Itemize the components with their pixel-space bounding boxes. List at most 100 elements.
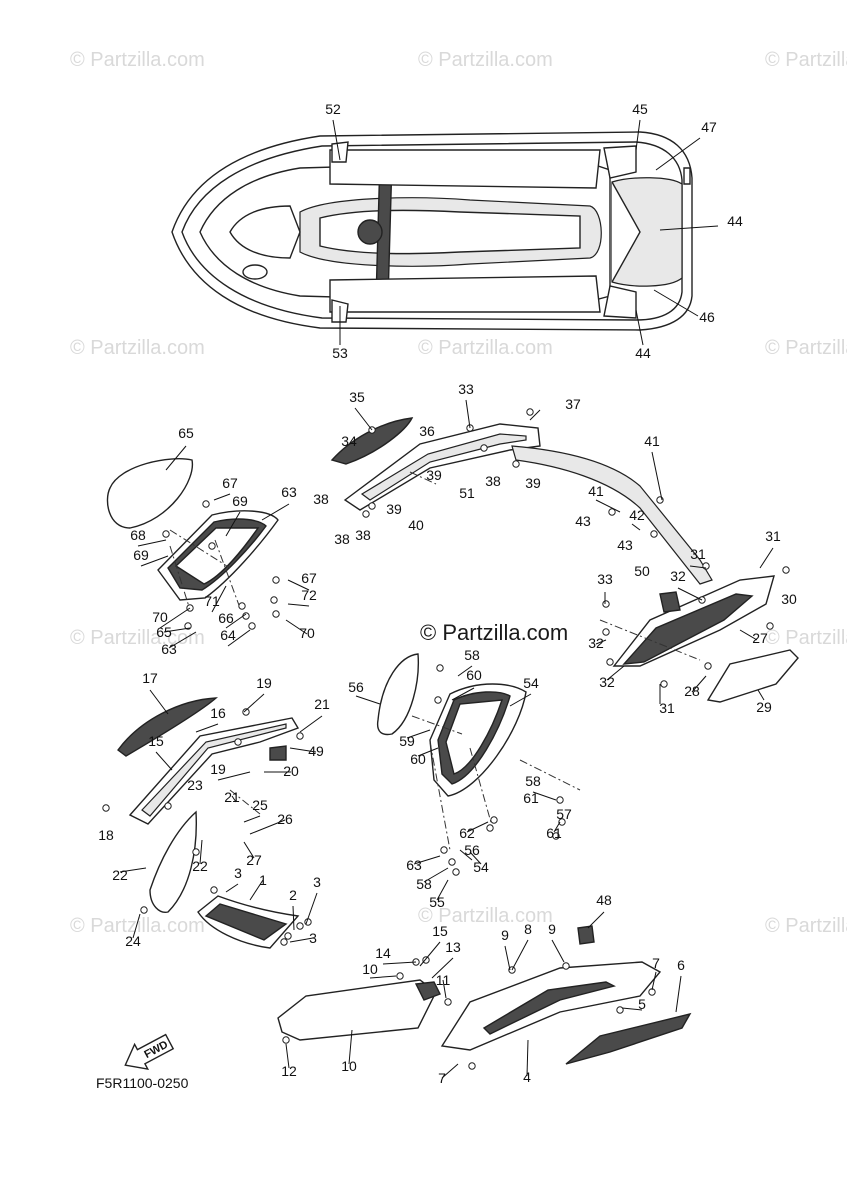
leader-line bbox=[285, 619, 308, 635]
callout-number: 33 bbox=[597, 571, 613, 587]
leader-line bbox=[354, 407, 373, 431]
leader-line bbox=[119, 867, 147, 873]
leader-line bbox=[466, 821, 489, 833]
callout-number: 8 bbox=[524, 921, 532, 937]
callout-number: 13 bbox=[445, 939, 461, 955]
leader-line bbox=[348, 1029, 353, 1065]
fastener-icon bbox=[396, 972, 404, 980]
callout-number: 10 bbox=[341, 1058, 357, 1074]
leader-line bbox=[168, 631, 197, 649]
leader-line bbox=[655, 137, 701, 171]
leader-line bbox=[413, 855, 441, 865]
callout-number: 9 bbox=[501, 927, 509, 943]
hardware-layer bbox=[102, 408, 790, 1070]
fastener-icon bbox=[608, 508, 616, 516]
fastener-icon bbox=[490, 816, 498, 824]
callout-number: 41 bbox=[588, 483, 604, 499]
leader-line bbox=[332, 119, 341, 161]
leader-line bbox=[509, 693, 532, 707]
fastener-icon bbox=[782, 566, 790, 574]
callout-number: 68 bbox=[130, 527, 146, 543]
parts-group bbox=[106, 417, 799, 1065]
callout-number: 63 bbox=[161, 641, 177, 657]
fwd-arrow-icon: FWD bbox=[124, 1033, 175, 1070]
callout-number: 53 bbox=[332, 345, 348, 361]
callout-number: 17 bbox=[142, 670, 158, 686]
fastener-icon bbox=[102, 804, 110, 812]
callout-number: 56 bbox=[464, 842, 480, 858]
callout-number: 29 bbox=[756, 699, 772, 715]
callout-number: 64 bbox=[220, 627, 236, 643]
fastener-icon bbox=[164, 802, 172, 810]
fastener-icon bbox=[440, 846, 448, 854]
leader-line bbox=[299, 715, 323, 733]
leader-line bbox=[159, 607, 191, 629]
leader-line bbox=[261, 503, 290, 521]
callout-number: 39 bbox=[525, 475, 541, 491]
fastener-icon bbox=[602, 600, 610, 608]
callout-number: 67 bbox=[301, 570, 317, 586]
callout-number: 10 bbox=[362, 961, 378, 977]
callout-number: 18 bbox=[98, 827, 114, 843]
fastener-icon bbox=[552, 832, 560, 840]
callout-number: 30 bbox=[781, 591, 797, 607]
leader-line bbox=[231, 795, 237, 803]
callout-number: 69 bbox=[232, 493, 248, 509]
leader-line bbox=[677, 587, 703, 601]
callout-number: 25 bbox=[252, 797, 268, 813]
leader-line bbox=[243, 841, 255, 859]
leader-line bbox=[369, 975, 397, 979]
fastener-icon bbox=[272, 576, 280, 584]
watermark-text: © Partzilla.com bbox=[70, 627, 205, 649]
fastener-icon bbox=[452, 868, 460, 876]
leader-line bbox=[213, 493, 231, 501]
leader-line bbox=[199, 839, 203, 865]
callout-number: 32 bbox=[599, 674, 615, 690]
callout-number: 55 bbox=[429, 894, 445, 910]
leader-line bbox=[195, 723, 219, 733]
leader-line bbox=[511, 939, 529, 971]
callout-number: 37 bbox=[565, 396, 581, 412]
callout-number: 38 bbox=[485, 473, 501, 489]
fastener-icon bbox=[362, 510, 370, 518]
fastener-icon bbox=[558, 818, 566, 826]
callout-number: 27 bbox=[246, 852, 262, 868]
callout-number: 19 bbox=[210, 761, 226, 777]
hull-top-view bbox=[171, 131, 693, 331]
leader-line bbox=[441, 1063, 459, 1079]
leader-line bbox=[465, 399, 471, 429]
callout-number: 43 bbox=[617, 537, 633, 553]
callout-number: 22 bbox=[192, 858, 208, 874]
fastener-icon bbox=[270, 596, 278, 604]
callout-number: 31 bbox=[690, 546, 706, 562]
leader-line bbox=[225, 613, 247, 629]
fastener-icon bbox=[242, 708, 250, 716]
callout-number: 32 bbox=[588, 635, 604, 651]
callout-number: 23 bbox=[187, 777, 203, 793]
leader-line bbox=[651, 971, 657, 991]
leader-line bbox=[459, 849, 473, 861]
watermark-text: © Partzilla.com bbox=[70, 49, 205, 71]
fastener-icon bbox=[192, 848, 200, 856]
fastener-icon bbox=[296, 732, 304, 740]
callout-number: 63 bbox=[406, 857, 422, 873]
fastener-icon bbox=[272, 610, 280, 618]
callout-number: 28 bbox=[684, 683, 700, 699]
fastener-icon bbox=[766, 622, 774, 630]
diagram-code: F5R1100-0250 bbox=[96, 1075, 189, 1091]
leader-line bbox=[292, 905, 295, 931]
fastener-icon bbox=[208, 542, 216, 550]
center-credit: © Partzilla.com bbox=[420, 620, 568, 645]
callout-number: 69 bbox=[133, 547, 149, 563]
callout-number: 62 bbox=[459, 825, 475, 841]
leader-line bbox=[137, 539, 167, 547]
watermark-text: © Partzilla.com bbox=[765, 915, 847, 937]
fastener-icon bbox=[704, 662, 712, 670]
watermark-text: © Partzilla.com bbox=[418, 337, 553, 359]
leader-line bbox=[163, 627, 191, 633]
fastener-icon bbox=[606, 658, 614, 666]
callout-number: 72 bbox=[301, 587, 317, 603]
fastener-icon bbox=[434, 696, 442, 704]
